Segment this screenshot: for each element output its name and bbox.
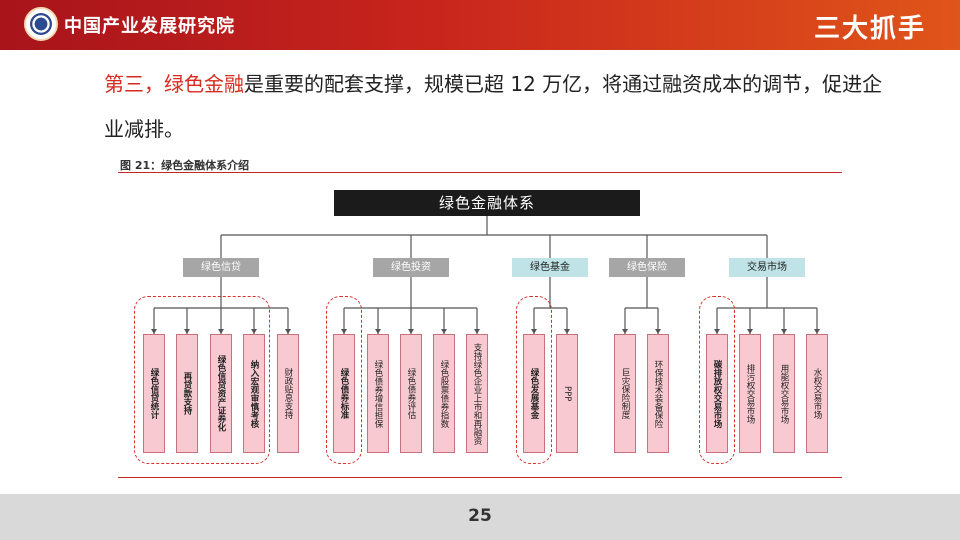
leaf-node: 碳排放权交易市场 (706, 334, 728, 453)
category-trading-market: 交易市场 (729, 258, 805, 277)
leaf-node: 水权交易市场 (806, 334, 828, 453)
highlight-group-credit (134, 296, 270, 464)
leaf-node: 绿色发展基金 (523, 334, 545, 453)
lead-highlight: 第三，绿色金融 (104, 72, 244, 96)
category-green-credit: 绿色信贷 (183, 258, 259, 277)
leaf-node: 绿色信贷资产证券化 (210, 334, 232, 453)
category-green-investment: 绿色投资 (373, 258, 449, 277)
slide-topic: 三大抓手 (813, 14, 926, 44)
figure-caption: 图 21：绿色金融体系介绍 (120, 159, 250, 172)
footer-bar (0, 494, 960, 540)
highlight-group-fund (516, 296, 552, 464)
leaf-node: 支持绿色企业上市和再融资 (466, 334, 488, 453)
highlight-group-carbon-market (699, 296, 735, 464)
figure-bottom-rule (118, 477, 842, 478)
leaf-node: 绿色债券标准 (333, 334, 355, 453)
leaf-node: 财政贴息支持 (277, 334, 299, 453)
leaf-node: 绿色信贷统计 (143, 334, 165, 453)
leaf-node: 再贷款支持 (176, 334, 198, 453)
leaf-node: 排污权交易市场 (739, 334, 761, 453)
category-green-fund: 绿色基金 (512, 258, 588, 277)
leaf-node: 环保技术装备保险 (647, 334, 669, 453)
leaf-node: 用能权交易市场 (773, 334, 795, 453)
caption-rule (118, 172, 842, 173)
leaf-node: PPP (556, 334, 578, 453)
org-name: 中国产业发展研究院 (64, 16, 235, 37)
root-node: 绿色金融体系 (334, 190, 640, 216)
leaf-node: 纳入宏观审慎考核 (243, 334, 265, 453)
leaf-node: 绿色债券增信担保 (367, 334, 389, 453)
header-bar: 中国产业发展研究院 三大抓手 (0, 0, 960, 50)
highlight-group-bond-standard (326, 296, 362, 464)
page-number: 25 (468, 506, 492, 526)
lead-paragraph: 第三，绿色金融是重要的配套支撑，规模已超 12 万亿，将通过融资成本的调节，促进… (104, 62, 884, 152)
leaf-node: 绿色股票债券指数 (433, 334, 455, 453)
category-green-insurance: 绿色保险 (609, 258, 685, 277)
lead-text: 是重要的配套支撑，规模已超 12 万亿，将通过融资成本的调节，促进企业减排。 (104, 72, 883, 141)
institute-logo-icon (24, 7, 58, 41)
leaf-node: 巨灾保险制度 (614, 334, 636, 453)
leaf-node: 绿色债券评估 (400, 334, 422, 453)
